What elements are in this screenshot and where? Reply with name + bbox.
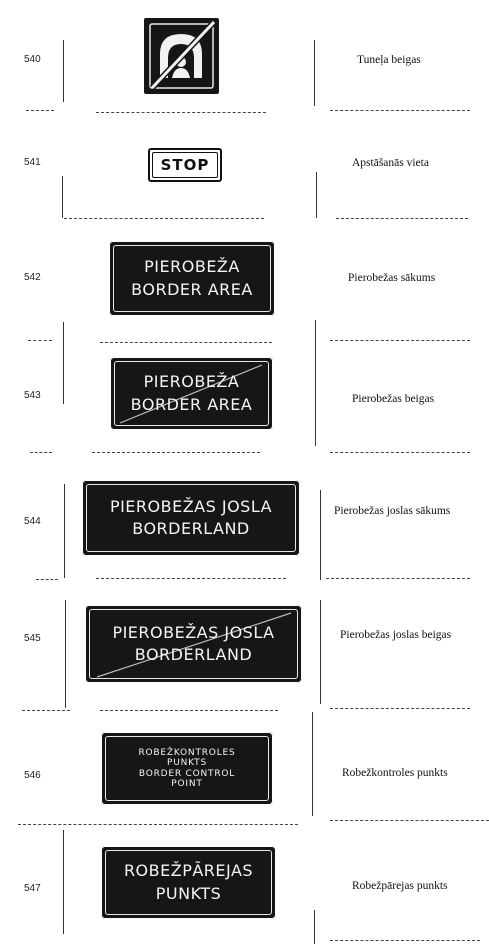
sign-number: 542 bbox=[24, 272, 41, 283]
sign-number: 543 bbox=[24, 390, 41, 401]
border-area-end-sign: PIEROBEŽA BORDER AREA bbox=[110, 357, 273, 430]
separator bbox=[30, 452, 52, 453]
separator bbox=[100, 710, 278, 711]
sign-line: BORDERLAND bbox=[132, 519, 250, 538]
sign-number: 541 bbox=[24, 157, 41, 168]
separator bbox=[330, 452, 470, 453]
separator bbox=[92, 452, 260, 453]
diagonal-bar-icon bbox=[119, 364, 263, 424]
sign-number: 540 bbox=[24, 54, 41, 65]
sign-description: Pierobežas beigas bbox=[352, 393, 435, 405]
sign-line: PIEROBEŽAS JOSLA bbox=[109, 496, 273, 516]
divider bbox=[314, 910, 315, 944]
separator bbox=[22, 710, 70, 711]
border-control-point-sign: ROBEŽKONTROLES PUNKTS BORDER CONTROL POI… bbox=[101, 732, 273, 805]
divider bbox=[63, 40, 64, 102]
sign-description: Pierobežas joslas beigas bbox=[340, 629, 452, 641]
sign-line: ROBEŽKONTROLES bbox=[138, 747, 236, 758]
divider bbox=[63, 830, 64, 934]
border-crossing-point-sign: ROBEŽPĀREJAS PUNKTS bbox=[101, 846, 276, 919]
sign-description: Tuneļa beigas bbox=[357, 54, 421, 66]
separator bbox=[96, 578, 286, 579]
separator bbox=[330, 708, 470, 709]
divider bbox=[316, 172, 317, 218]
divider bbox=[320, 600, 321, 704]
sign-description: Pierobežas joslas sākums bbox=[334, 505, 451, 517]
separator bbox=[64, 218, 264, 219]
sign-line: ROBEŽPĀREJAS bbox=[123, 861, 254, 881]
sign-number: 547 bbox=[24, 883, 41, 894]
divider bbox=[320, 490, 321, 580]
separator bbox=[18, 824, 298, 825]
sign-line: PIEROBEŽA bbox=[144, 257, 240, 277]
stop-sign: STOP bbox=[148, 148, 222, 182]
separator bbox=[28, 340, 52, 341]
sign-line: BORDER AREA bbox=[130, 394, 253, 414]
diagonal-bar-icon bbox=[96, 612, 292, 678]
divider bbox=[312, 712, 313, 816]
divider bbox=[64, 484, 65, 578]
stop-sign-text: STOP bbox=[160, 156, 210, 174]
separator bbox=[326, 578, 470, 579]
divider bbox=[63, 322, 64, 404]
separator bbox=[26, 110, 54, 111]
sign-line: PUNKTS bbox=[155, 883, 222, 903]
borderland-start-sign: PIEROBEŽAS JOSLA BORDERLAND bbox=[82, 480, 300, 556]
separator bbox=[36, 579, 58, 580]
sign-line: POINT bbox=[171, 778, 203, 789]
separator bbox=[336, 218, 468, 219]
borderland-end-sign: PIEROBEŽAS JOSLA BORDERLAND bbox=[85, 605, 302, 683]
sign-description: Robežpārejas punkts bbox=[352, 880, 448, 892]
tunnel-end-icon bbox=[149, 19, 217, 91]
separator bbox=[330, 340, 470, 341]
divider bbox=[315, 320, 316, 446]
separator bbox=[330, 110, 470, 111]
sign-line: PIEROBEŽA bbox=[143, 372, 240, 392]
sign-line: PIEROBEŽAS JOSLA bbox=[112, 622, 275, 642]
sign-number: 545 bbox=[24, 633, 41, 644]
sign-line: PUNKTS bbox=[167, 758, 207, 769]
sign-line: BORDERLAND bbox=[134, 645, 253, 664]
sign-description: Robežkontroles punkts bbox=[342, 767, 448, 779]
sign-number: 544 bbox=[24, 516, 41, 527]
separator bbox=[100, 342, 272, 343]
sign-line: BORDER AREA bbox=[131, 279, 253, 299]
separator bbox=[96, 112, 266, 113]
sign-description: Apstāšanās vieta bbox=[352, 157, 429, 169]
sign-number: 546 bbox=[24, 770, 41, 781]
divider bbox=[62, 176, 63, 218]
border-area-start-sign: PIEROBEŽA BORDER AREA bbox=[109, 241, 275, 316]
sign-line: BORDER CONTROL bbox=[138, 768, 236, 779]
sign-description: Pierobežas sākums bbox=[348, 272, 436, 284]
separator bbox=[330, 820, 489, 821]
separator bbox=[330, 940, 480, 941]
tunnel-end-sign bbox=[144, 18, 219, 94]
divider bbox=[65, 600, 66, 708]
divider bbox=[314, 40, 315, 106]
